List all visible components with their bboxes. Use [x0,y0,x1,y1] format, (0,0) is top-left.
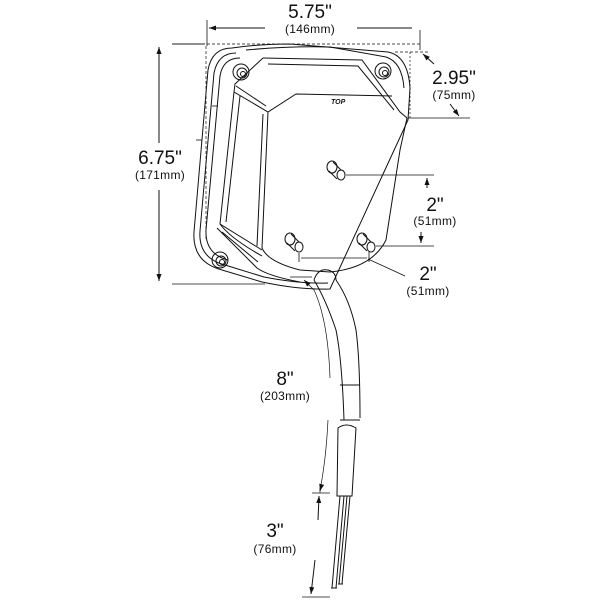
top-marking: TOP [331,99,346,106]
height-metric-label: (171mm) [134,168,186,182]
height-dimension-line [156,44,265,284]
strip-length-metric-label: (76mm) [253,542,297,556]
lead-length-imperial-label: 8" [276,369,294,390]
housing-bezel [194,44,410,289]
housing-body [217,58,407,282]
depth-metric-label: (75mm) [432,88,476,102]
stud-vertical-dimension-line [346,175,434,246]
stud-vertical-imperial-label: 2" [426,195,444,216]
pigtail-lead [290,270,360,597]
mounting-stud-bottom-left [285,233,303,252]
strip-length-imperial-label: 3" [266,521,284,542]
width-metric-label: (146mm) [284,22,336,36]
stud-horizontal-metric-label: (51mm) [406,284,450,298]
mounting-stud-top [327,161,345,180]
depth-imperial-label: 2.95" [432,68,476,89]
mounting-boss-top-left [233,64,249,80]
lead-length-metric-label: (203mm) [259,389,311,403]
mounting-boss-top-right [375,63,391,79]
width-imperial-label: 5.75" [288,2,332,23]
stud-vertical-metric-label: (51mm) [413,214,457,228]
mounting-boss-bottom-left [212,252,228,268]
stud-horizontal-dimension-line [299,252,405,276]
mounting-stud-bottom-right [357,233,375,252]
height-imperial-label: 6.75" [138,148,182,169]
stud-horizontal-imperial-label: 2" [419,264,437,285]
